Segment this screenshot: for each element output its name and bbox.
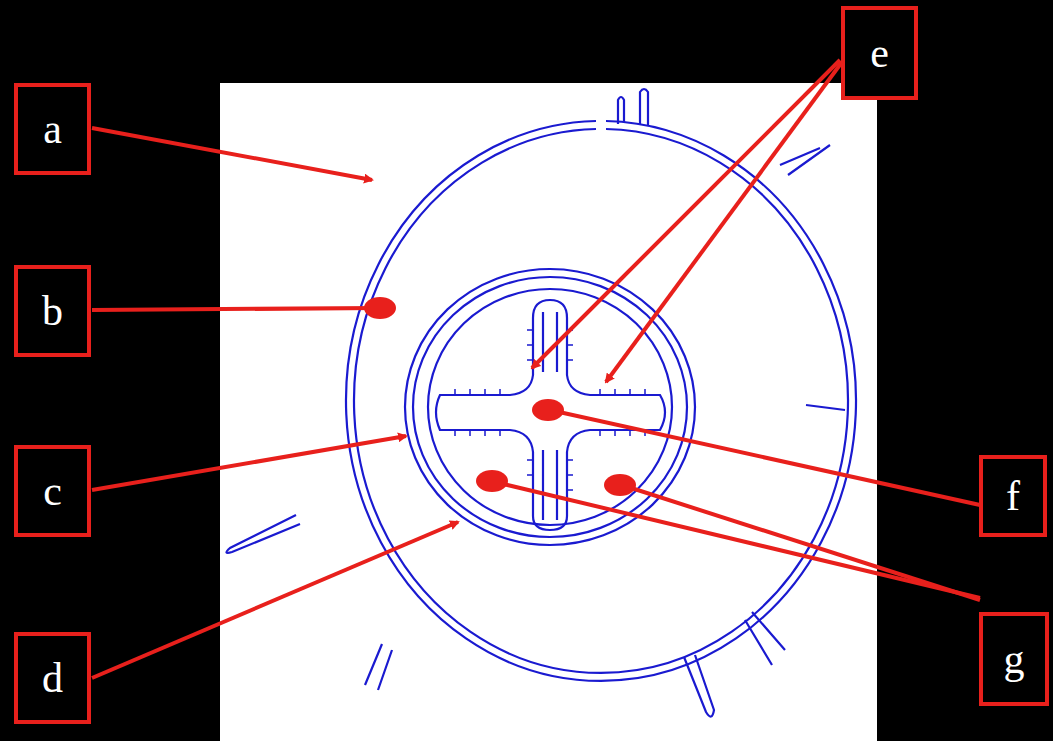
part-letter: f [1006, 475, 1020, 517]
label-box: c [14, 445, 91, 537]
label-box: e [841, 6, 918, 100]
label-box: a [14, 83, 91, 175]
part-letter: d [42, 657, 63, 699]
part-letter: c [43, 470, 62, 512]
label-box: d [14, 632, 91, 724]
label-box: f [979, 455, 1047, 537]
part-letter: e [870, 32, 889, 74]
label-box: b [14, 265, 91, 357]
part-letter: g [1004, 638, 1025, 680]
part-letter: b [42, 290, 63, 332]
label-box: g [979, 612, 1049, 706]
part-letter: a [43, 108, 62, 150]
